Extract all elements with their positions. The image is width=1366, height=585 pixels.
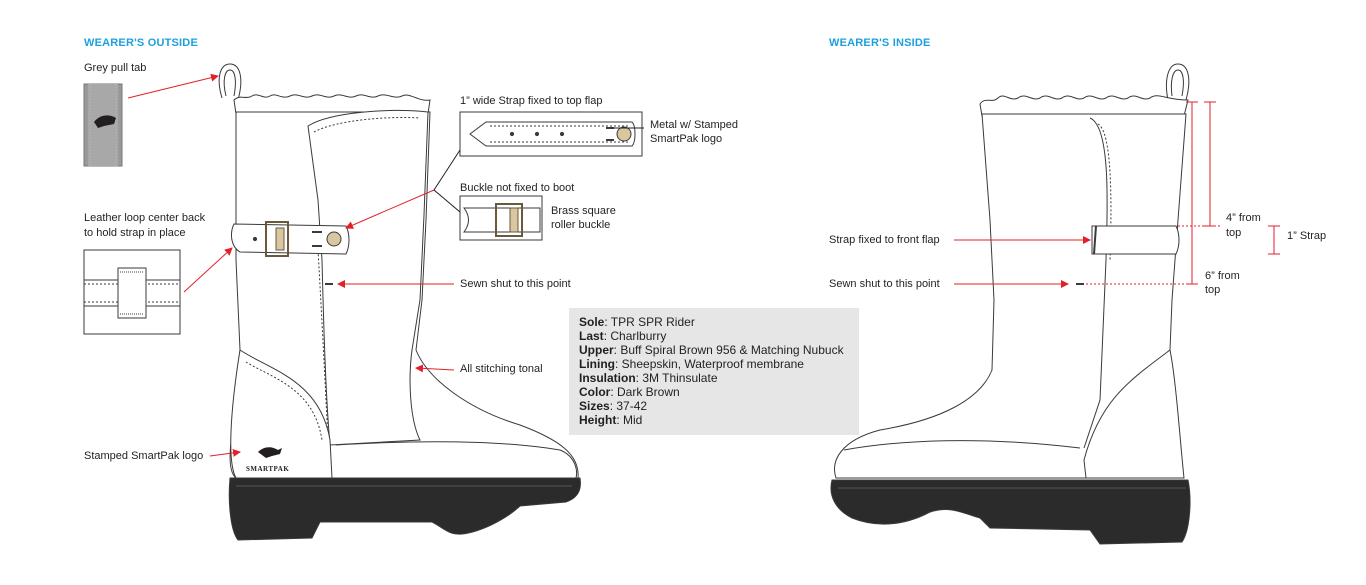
spec-row: Lining: Sheepskin, Waterproof membrane [579,357,859,371]
dim-one-strap: 1” Strap [1287,230,1327,242]
pull-tab-swatch [83,83,123,167]
callout-sewn-shut-outside: Sewn shut to this point [460,278,571,290]
spec-key: Sizes [579,399,610,413]
inside-fur-collar [979,95,1189,117]
spec-value: : TPR SPR Rider [604,315,695,329]
inside-sole [830,479,1191,545]
strap-inset [459,111,643,157]
dimension-marks [1086,101,1280,285]
heading-outside: WEARER'S OUTSIDE [84,37,198,49]
callout-stamped-logo: Stamped SmartPak logo [84,450,204,462]
spec-key: Sole [579,315,605,329]
fur-collar [233,94,431,115]
spec-row: Last: Charlburry [579,329,859,343]
callout-stitching-tonal: All stitching tonal [460,363,543,375]
callout-buckle-not-fixed: Buckle not fixed to boot [460,182,575,194]
spec-row: Height: Mid [579,413,859,427]
spec-value: : Sheepskin, Waterproof membrane [615,357,804,371]
dim-six-from-2: top [1205,284,1221,296]
spec-value: : Mid [616,413,643,427]
outside-sole [228,477,581,541]
dim-four-from-1: 4” from [1226,212,1261,224]
spec-row: Sole: TPR SPR Rider [579,315,859,329]
heading-inside: WEARER'S INSIDE [829,37,931,49]
spec-key: Color [579,385,611,399]
callout-metal-stamped-1: Metal w/ Stamped [650,119,739,131]
callout-leather-loop-2: to hold strap in place [84,227,186,239]
boot-logo-text: SMARTPAK [246,465,290,473]
connector-lines [433,127,644,213]
spec-value: : Buff Spiral Brown 956 & Matching Nubuc… [613,343,844,357]
callout-metal-stamped-2: SmartPak logo [650,133,723,145]
spec-key: Lining [579,357,615,371]
callout-brass-buckle-1: Brass square [551,205,616,217]
spec-key: Insulation [579,371,636,385]
callout-grey-pull-tab: Grey pull tab [84,62,147,74]
leather-loop-inset [83,249,181,335]
pull-tab [218,63,242,101]
callout-leather-loop-1: Leather loop center back [84,212,206,224]
callout-strap-top-flap: 1” wide Strap fixed to top flap [460,95,603,107]
spec-value: : Dark Brown [610,385,680,399]
outside-boot [218,63,581,541]
boot-logo-mark [258,447,282,458]
buckle-inset [459,195,543,241]
spec-row: Color: Dark Brown [579,385,859,399]
spec-row: Upper: Buff Spiral Brown 956 & Matching … [579,343,859,357]
spec-row: Sizes: 37-42 [579,399,859,413]
spec-row: Insulation: 3M Thinsulate [579,371,859,385]
spec-value: : 37-42 [609,399,648,413]
callout-brass-buckle-2: roller buckle [551,219,611,231]
dim-four-from-2: top [1226,227,1242,239]
spec-value: : 3M Thinsulate [635,371,718,385]
inside-boot [830,63,1191,545]
dim-six-from-1: 6” from [1205,270,1240,282]
spec-key: Height [579,413,617,427]
callout-sewn-shut-inside: Sewn shut to this point [829,278,940,290]
spec-key: Last [579,329,604,343]
leader-arrows [127,73,1091,457]
spec-key: Upper [579,343,614,357]
spec-value: : Charlburry [603,329,667,343]
inside-shaft [834,113,1187,479]
inside-strap [1091,225,1180,255]
callout-strap-front-flap: Strap fixed to front flap [829,234,940,246]
